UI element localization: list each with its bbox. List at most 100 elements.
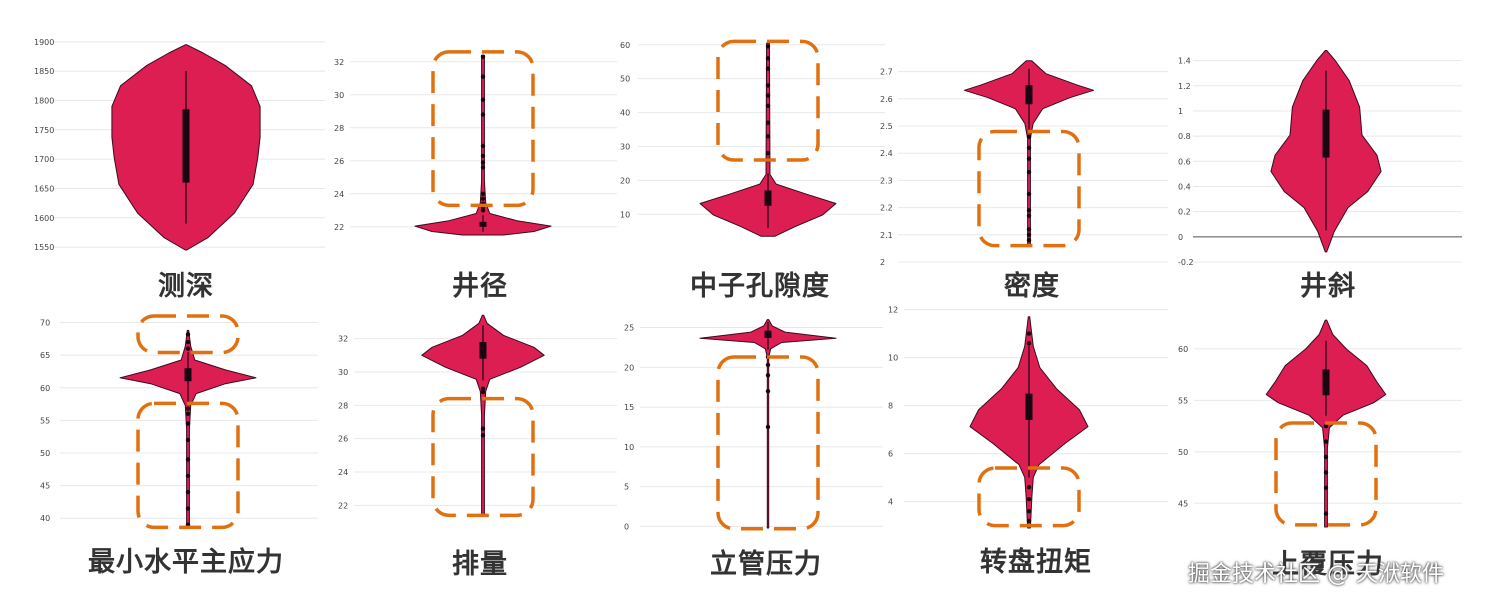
outlier-point <box>1026 170 1032 175</box>
y-tick-label: 45 <box>40 482 50 491</box>
outlier-point <box>480 196 486 201</box>
y-tick-label: 22 <box>334 223 344 232</box>
y-tick-label: 1900 <box>34 38 54 47</box>
outlier-point <box>185 437 191 443</box>
outlier-point <box>1026 497 1032 502</box>
y-tick-label: 40 <box>620 109 630 118</box>
y-tick-label: 1850 <box>34 67 54 76</box>
outlier-point <box>480 97 486 102</box>
y-tick-label: 32 <box>334 58 344 67</box>
y-tick-label: 6 <box>888 450 893 459</box>
violin-box <box>1322 109 1330 158</box>
outlier-highlight-box <box>136 314 240 355</box>
outlier-highlight-box <box>136 401 240 530</box>
outlier-point <box>765 388 771 394</box>
outlier-highlight-box <box>431 50 535 208</box>
y-tick-label: 5 <box>624 483 629 492</box>
outlier-point <box>1026 485 1032 490</box>
y-tick-label: 2.1 <box>880 231 893 240</box>
outlier-point <box>765 66 771 71</box>
y-tick-label: 1550 <box>34 243 54 252</box>
outlier-point <box>765 362 771 368</box>
chart-title-caliper: 井径 <box>452 271 508 302</box>
outlier-point <box>480 426 486 431</box>
outlier-point <box>1323 511 1329 516</box>
y-tick-label: 22 <box>338 501 348 510</box>
y-tick-label: -0.2 <box>1178 258 1194 267</box>
y-tick-label: 1750 <box>34 126 54 135</box>
y-tick-label: 1 <box>1178 107 1183 116</box>
outlier-point <box>185 346 191 351</box>
outlier-point <box>1323 439 1329 444</box>
y-tick-label: 70 <box>40 319 50 328</box>
y-tick-label: 0 <box>624 522 629 531</box>
outlier-point <box>185 339 191 345</box>
y-tick-label: 0.4 <box>1178 182 1191 191</box>
y-tick-label: 4 <box>888 498 893 507</box>
y-tick-label: 50 <box>1178 448 1188 457</box>
outlier-highlight-box <box>1274 421 1378 527</box>
outlier-point <box>1026 331 1032 336</box>
y-tick-label: 30 <box>338 368 348 377</box>
outlier-point <box>185 411 191 417</box>
outlier-point <box>765 56 771 61</box>
y-tick-label: 40 <box>40 514 50 523</box>
chart-title-flow-rate: 排量 <box>452 549 508 580</box>
y-tick-label: 55 <box>40 416 50 425</box>
y-tick-label: 60 <box>40 384 50 393</box>
y-tick-label: 1.2 <box>1178 82 1191 91</box>
y-tick-label: 2.3 <box>880 176 893 185</box>
outlier-point <box>480 74 486 79</box>
outlier-point <box>765 93 771 98</box>
violin-box <box>1025 85 1033 105</box>
outlier-point <box>185 473 191 479</box>
violin-body <box>699 319 837 529</box>
y-tick-label: 0.2 <box>1178 208 1191 217</box>
violin-box <box>479 342 487 359</box>
outlier-point <box>480 153 486 159</box>
y-tick-label: 2.7 <box>880 68 893 77</box>
outlier-point <box>1026 134 1032 140</box>
y-tick-label: 8 <box>888 402 893 411</box>
outlier-point <box>765 424 771 430</box>
y-tick-label: 10 <box>624 443 634 452</box>
outlier-point <box>1323 454 1329 460</box>
outlier-point <box>185 457 191 462</box>
outlier-point <box>1026 227 1032 232</box>
violin-box <box>1322 369 1330 396</box>
outlier-point <box>480 433 486 438</box>
outlier-point <box>1026 341 1032 346</box>
watermark-text: 掘金技术社区 @ 天洑软件 <box>1188 562 1444 587</box>
outlier-point <box>1026 238 1032 243</box>
y-tick-label: 25 <box>624 324 634 333</box>
outlier-point <box>185 421 191 426</box>
outlier-point <box>765 373 771 378</box>
outlier-point <box>1026 509 1032 514</box>
y-tick-label: 0 <box>1178 233 1183 242</box>
y-tick-label: 65 <box>40 351 50 360</box>
outlier-point <box>1026 145 1032 150</box>
outlier-point <box>480 386 486 391</box>
chart-title-min-horizontal-stress: 最小水平主应力 <box>88 547 284 578</box>
outlier-point <box>765 151 771 156</box>
y-tick-label: 26 <box>334 157 344 166</box>
outlier-point <box>1026 518 1032 523</box>
y-tick-label: 1650 <box>34 184 54 193</box>
outlier-point <box>480 208 486 213</box>
violin-box <box>184 368 192 382</box>
outlier-point <box>1323 423 1329 429</box>
y-tick-label: 50 <box>620 75 630 84</box>
y-tick-label: 55 <box>1178 396 1188 405</box>
y-tick-label: 1700 <box>34 155 54 164</box>
outlier-point <box>480 160 486 165</box>
violin-body <box>963 60 1095 247</box>
y-tick-label: 24 <box>334 190 344 199</box>
outlier-highlight-box <box>431 396 535 518</box>
outlier-point <box>1026 208 1032 213</box>
y-tick-label: 2.4 <box>880 149 893 158</box>
chart-title-standpipe-pressure: 立管压力 <box>710 549 822 580</box>
y-tick-label: 32 <box>338 335 348 344</box>
chart-title-density: 密度 <box>1004 271 1060 302</box>
